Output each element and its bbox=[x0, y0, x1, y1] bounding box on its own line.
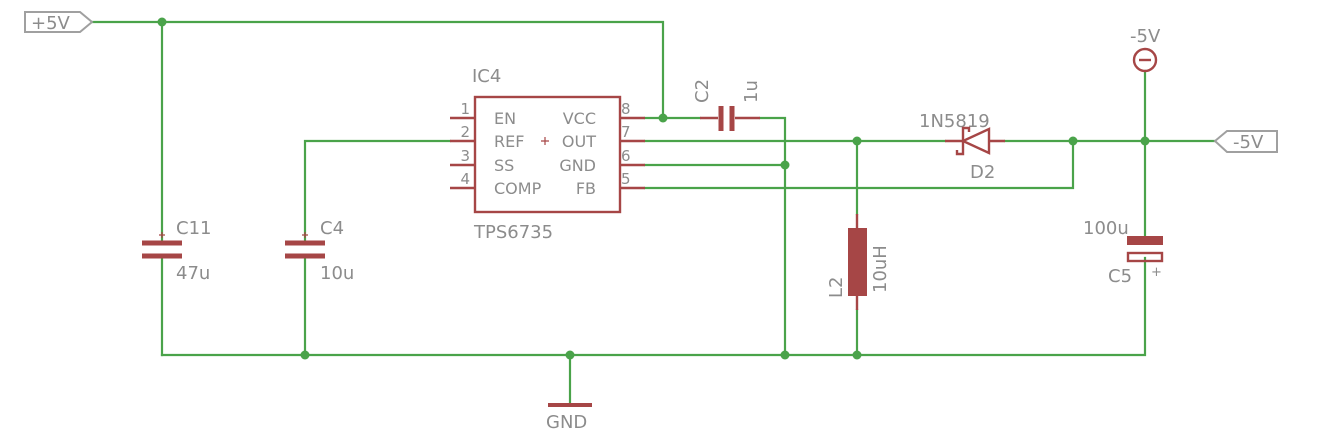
pin-name: GND bbox=[559, 156, 596, 175]
l2-name: L2 bbox=[826, 277, 847, 298]
diode-d2: 1N5819 D2 bbox=[919, 111, 1005, 183]
c5-value: 100u bbox=[1083, 218, 1129, 239]
origin-cross-icon bbox=[159, 232, 165, 238]
ic-value: TPS6735 bbox=[473, 222, 553, 243]
pin-name: SS bbox=[494, 156, 514, 175]
junction bbox=[658, 113, 668, 123]
pin-number: 2 bbox=[460, 123, 470, 141]
d2-value: 1N5819 bbox=[919, 111, 990, 132]
port-input: +5V bbox=[24, 11, 94, 34]
wire-fb bbox=[643, 139, 1075, 190]
pin-line bbox=[450, 116, 475, 190]
pin-number: 1 bbox=[460, 100, 470, 118]
supply-label: -5V bbox=[1130, 26, 1161, 47]
capacitor-c4: C4 10u bbox=[285, 218, 354, 284]
wire-ref-c4 bbox=[303, 139, 452, 245]
pin-number: 5 bbox=[621, 170, 631, 188]
junctions bbox=[157, 17, 1150, 360]
c11-value: 47u bbox=[176, 263, 210, 284]
pin-name: EN bbox=[494, 109, 516, 128]
capacitor-plate-positive bbox=[1126, 251, 1164, 263]
pin-number: 3 bbox=[460, 147, 470, 165]
wire-ground-rail bbox=[160, 256, 1147, 357]
origin-cross-icon bbox=[541, 137, 549, 145]
c4-name: C4 bbox=[320, 218, 344, 239]
diode-triangle-icon bbox=[960, 127, 991, 155]
wire-5v-rail bbox=[90, 20, 665, 120]
inductor-l2: L2 10uH bbox=[826, 214, 891, 310]
ground-label: GND bbox=[546, 412, 587, 433]
pin-name: FB bbox=[576, 179, 596, 198]
c2-name: C2 bbox=[692, 79, 713, 103]
wires bbox=[90, 20, 1217, 407]
port-output-label: -5V bbox=[1233, 132, 1264, 153]
pin-name: COMP bbox=[494, 179, 542, 198]
pin-number: 4 bbox=[460, 170, 470, 188]
capacitor-c11: C11 47u bbox=[142, 218, 211, 284]
pin-number: 7 bbox=[621, 123, 631, 141]
pin-name: REF bbox=[494, 132, 524, 151]
port-input-label: +5V bbox=[31, 13, 71, 34]
ic-tps6735: IC4 TPS6735 1 2 3 4 EN REF SS COMP 8 7 6… bbox=[450, 66, 645, 243]
junction bbox=[157, 17, 167, 27]
c4-value: 10u bbox=[320, 263, 354, 284]
supply-symbol: -5V bbox=[1130, 26, 1161, 73]
junction bbox=[852, 136, 862, 146]
junction bbox=[300, 350, 310, 360]
junction bbox=[780, 350, 790, 360]
c5-polarity: + bbox=[1151, 265, 1162, 280]
c2-value: 1u bbox=[741, 80, 762, 103]
capacitor-plate-negative bbox=[1127, 236, 1163, 245]
port-output: -5V bbox=[1213, 130, 1278, 153]
pin-name: OUT bbox=[562, 132, 596, 151]
wire-c2-ground bbox=[758, 116, 787, 357]
capacitor-c2: C2 1u bbox=[692, 79, 762, 131]
schottky-bar-icon bbox=[955, 126, 971, 156]
port-input-frame bbox=[24, 11, 94, 33]
origin-cross-icon bbox=[302, 232, 308, 238]
ground-symbol: GND bbox=[546, 403, 592, 433]
junction bbox=[1140, 136, 1150, 146]
ic-body bbox=[473, 95, 622, 214]
port-output-frame bbox=[1213, 130, 1278, 153]
pin-line bbox=[620, 116, 645, 190]
pin-number: 6 bbox=[621, 147, 631, 165]
pin-number: 8 bbox=[621, 100, 631, 118]
junction bbox=[1068, 136, 1078, 146]
capacitor-c5: 100u + C5 bbox=[1083, 218, 1164, 287]
d2-name: D2 bbox=[970, 162, 995, 183]
ic-name: IC4 bbox=[472, 66, 501, 87]
junction bbox=[565, 350, 575, 360]
l2-value: 10uH bbox=[870, 245, 891, 293]
junction bbox=[852, 350, 862, 360]
c11-name: C11 bbox=[176, 218, 211, 239]
supply-circle-icon bbox=[1132, 47, 1158, 73]
inductor-body bbox=[848, 228, 867, 296]
c5-name: C5 bbox=[1108, 266, 1132, 287]
junction bbox=[780, 160, 790, 170]
pin-name: VCC bbox=[563, 109, 596, 128]
